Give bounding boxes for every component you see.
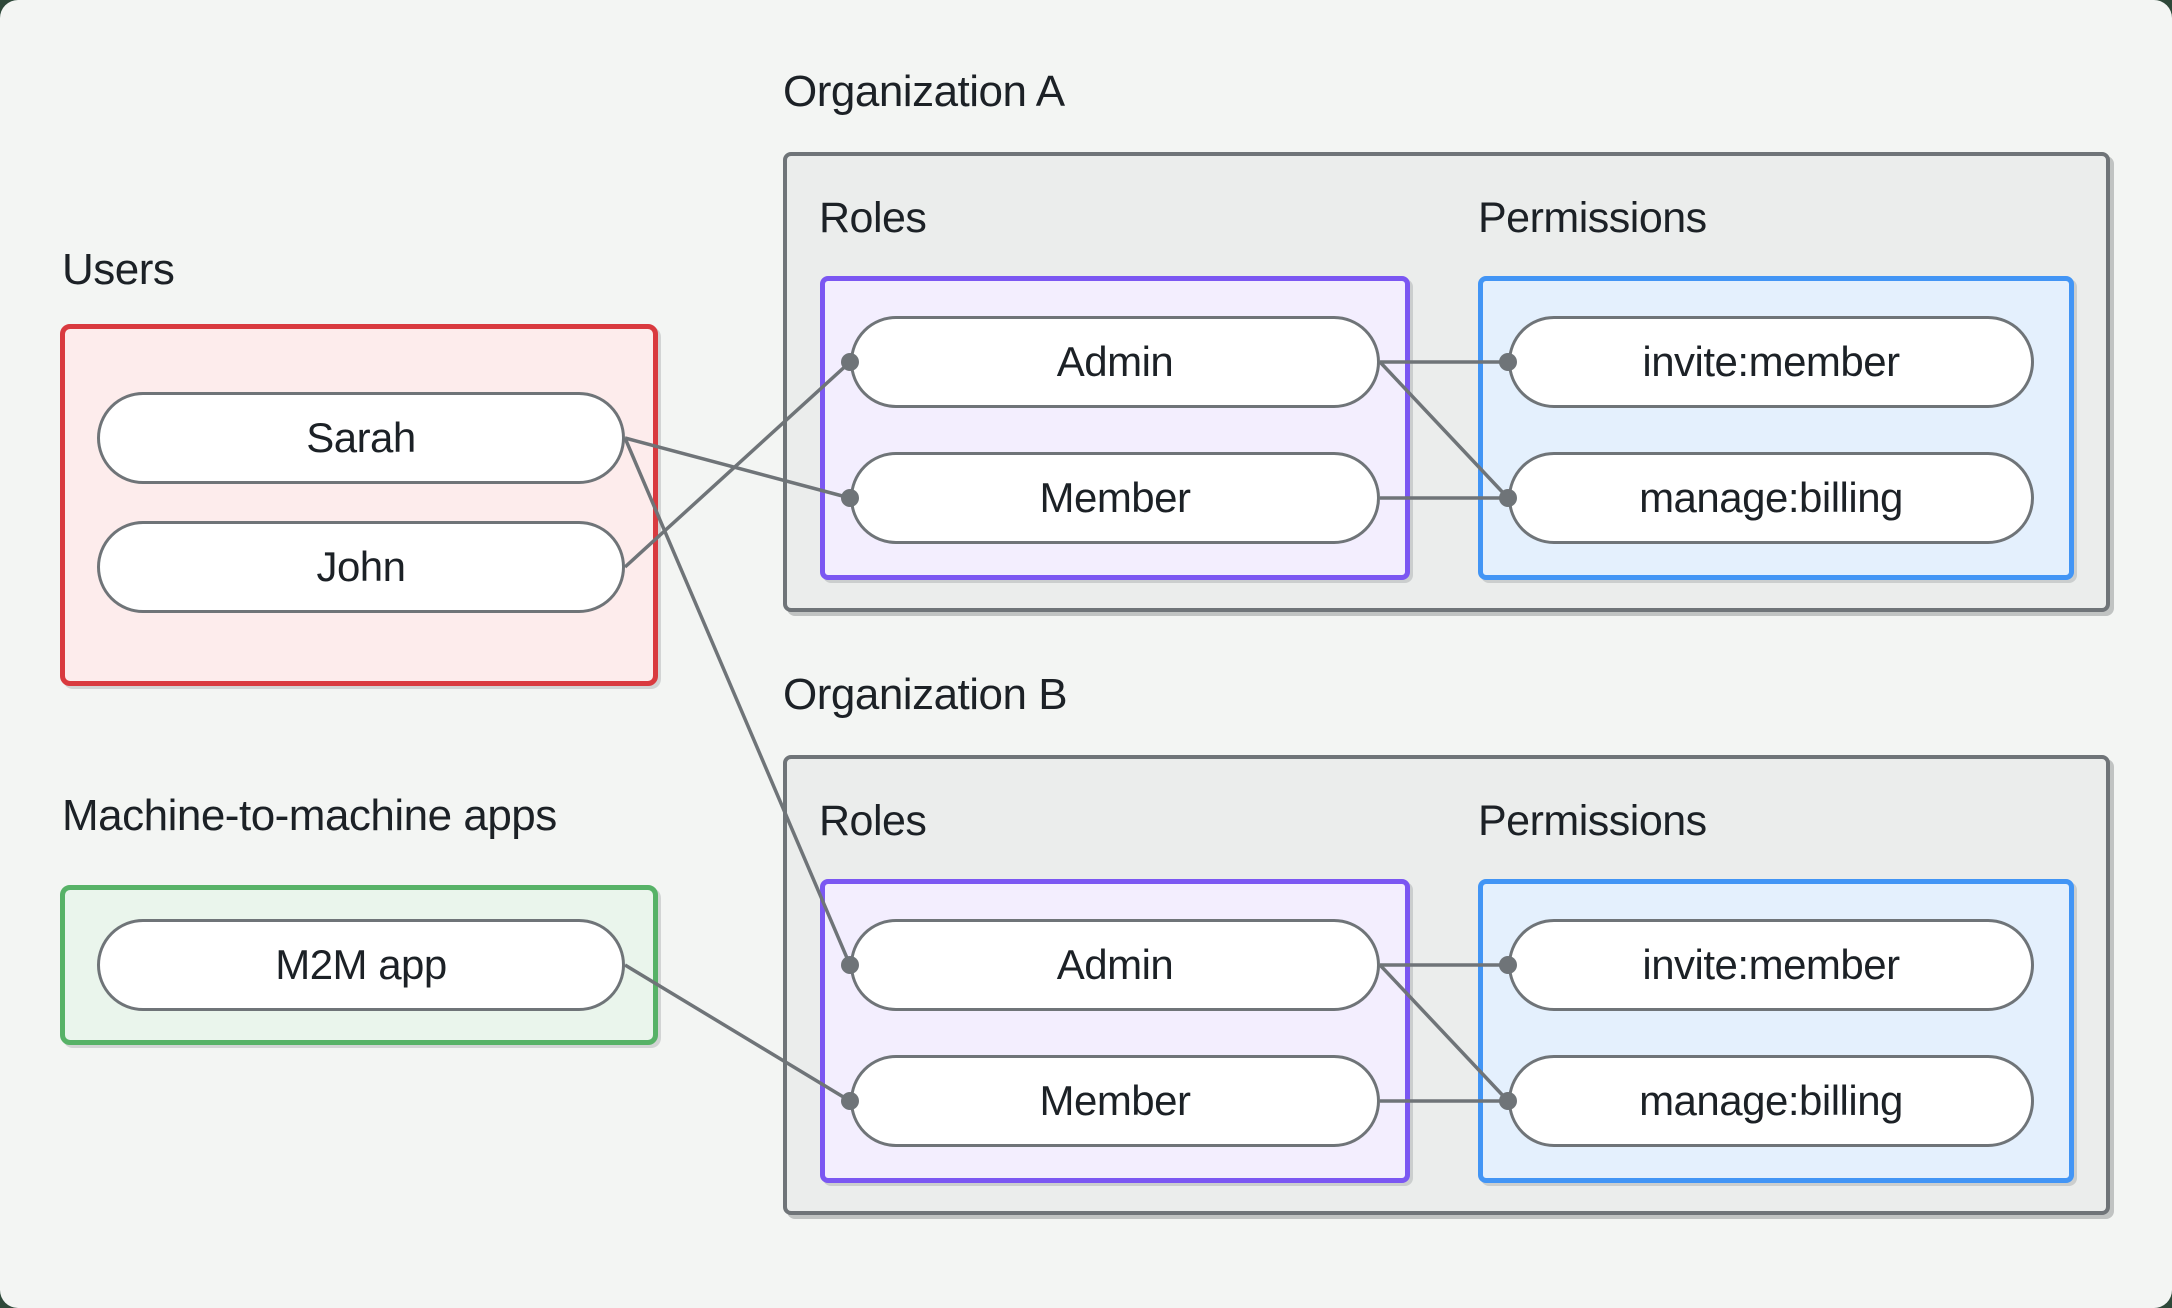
organization-a-roles-label: Roles	[819, 194, 927, 242]
organization-a-permission-pill-manage-billing: manage:billing	[1508, 452, 2034, 544]
organization-b-role-pill-admin: Admin	[850, 919, 1380, 1011]
user-pill-sarah-label: Sarah	[306, 414, 416, 461]
organization-b-permission-pill-manage-billing: manage:billing	[1508, 1055, 2034, 1147]
organization-b-label: Organization B	[783, 670, 1068, 719]
organization-a-permission-invite-member-label: invite:member	[1642, 338, 1900, 385]
organization-b-role-admin-label: Admin	[1056, 941, 1174, 988]
organization-b-permissions-label: Permissions	[1478, 797, 1707, 845]
organization-a-role-pill-member: Member	[850, 452, 1380, 544]
organization-a-label: Organization A	[783, 67, 1065, 116]
organization-b-role-member-label: Member	[1039, 1077, 1191, 1124]
organization-b-role-pill-member: Member	[850, 1055, 1380, 1147]
organization-b-roles-label: Roles	[819, 797, 927, 845]
users-box	[60, 324, 658, 686]
users-group-label: Users	[62, 245, 175, 294]
organization-a-permission-pill-invite-member: invite:member	[1508, 316, 2034, 408]
organization-a-role-pill-admin: Admin	[850, 316, 1380, 408]
organization-a-role-admin-label: Admin	[1056, 338, 1174, 385]
m2m-group-label: Machine-to-machine apps	[62, 791, 557, 840]
organization-b: Organization B Roles Permissions Admin M…	[783, 669, 2113, 1308]
user-pill-john-label: John	[316, 543, 406, 590]
user-pill-john: John	[97, 521, 625, 613]
organization-b-permission-invite-member-label: invite:member	[1642, 941, 1900, 988]
organization-a-role-member-label: Member	[1039, 474, 1191, 521]
organization-a-permission-manage-billing-label: manage:billing	[1639, 474, 1903, 521]
organization-a-permissions-label: Permissions	[1478, 194, 1707, 242]
m2m-app-pill-label: M2M app	[275, 941, 447, 988]
user-pill-sarah: Sarah	[97, 392, 625, 484]
organization-b-permission-manage-billing-label: manage:billing	[1639, 1077, 1903, 1124]
m2m-app-pill: M2M app	[97, 919, 625, 1011]
organization-b-permission-pill-invite-member: invite:member	[1508, 919, 2034, 1011]
